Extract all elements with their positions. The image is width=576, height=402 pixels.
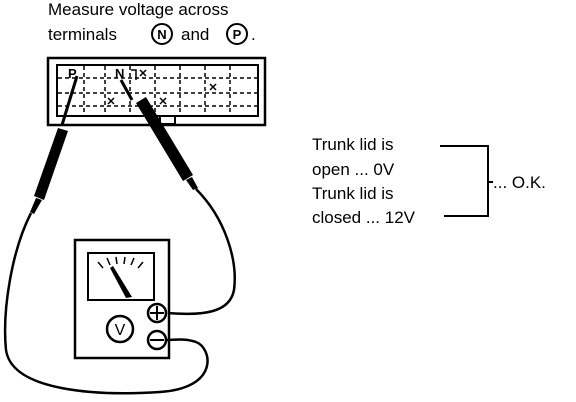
caption-prefix: terminals [48, 25, 117, 44]
meter-display [87, 252, 155, 301]
connector-label-p: P [68, 66, 77, 81]
probe-handle-left [30, 128, 68, 214]
lead-wire-negative [3, 212, 209, 395]
result-bracket [440, 145, 489, 217]
caption-and: and [181, 25, 209, 44]
svg-text:P: P [233, 27, 242, 42]
terminal-p-badge: P [226, 23, 248, 45]
condition-line-4: closed ... 12V [312, 208, 416, 227]
positive-terminal [146, 302, 168, 324]
result-label: ... O.K. [493, 173, 546, 192]
caption-period: . [251, 25, 256, 44]
probe-tip-right [119, 79, 134, 101]
svg-text:N: N [157, 27, 166, 42]
mode-dial-label: V [115, 322, 126, 339]
multimeter [73, 238, 171, 360]
negative-terminal [146, 329, 168, 351]
probe-handle-right [136, 97, 198, 190]
condition-line-3: Trunk lid is [312, 184, 394, 203]
connector [46, 56, 267, 127]
terminal-n-badge: N [151, 23, 173, 45]
caption-line-1: Measure voltage across [48, 0, 228, 19]
connector-label-n: N [115, 66, 124, 81]
mode-dial [105, 314, 135, 344]
meter-needle [110, 266, 132, 298]
condition-line-2: open ... 0V [312, 160, 395, 179]
lead-wire-positive [167, 188, 236, 316]
probe-tip-left [60, 75, 79, 126]
condition-line-1: Trunk lid is [312, 135, 394, 154]
